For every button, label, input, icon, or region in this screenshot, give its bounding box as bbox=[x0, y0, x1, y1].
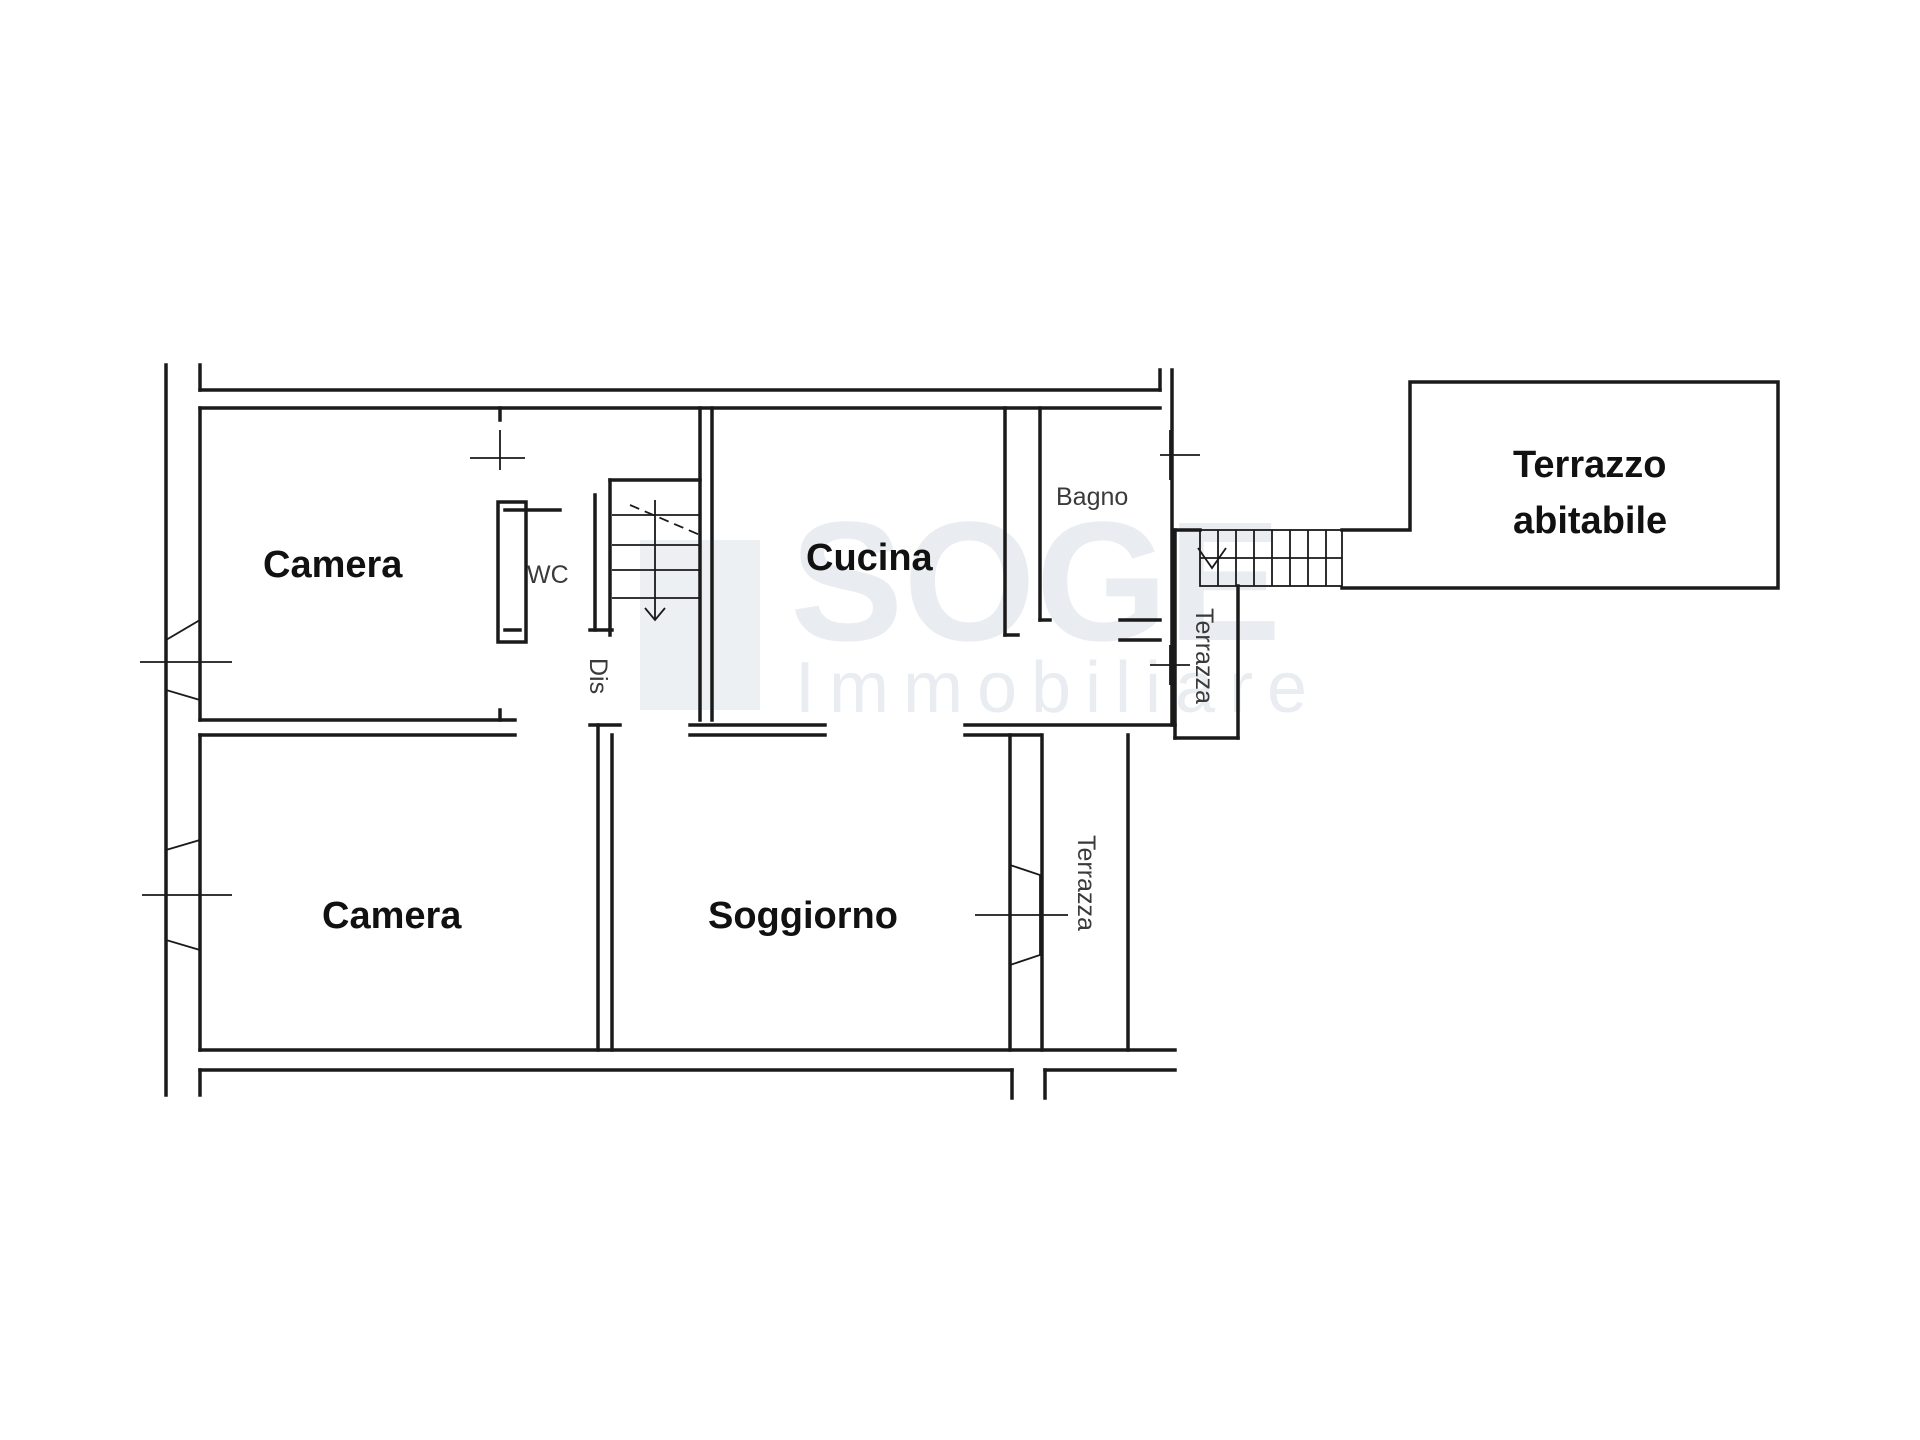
exterior-walls bbox=[164, 363, 1177, 1100]
terrazzo-abitabile-outline bbox=[1340, 380, 1780, 590]
label-terrazzo-line2: abitabile bbox=[1513, 500, 1667, 542]
label-dis: Dis bbox=[584, 658, 612, 694]
room-labels: Camera Camera WC Dis Cucina Bagno Soggio… bbox=[263, 444, 1667, 937]
label-terrazza-side: Terrazza bbox=[1072, 835, 1100, 931]
label-camera-top: Camera bbox=[263, 544, 403, 586]
terrazza-small-outline bbox=[1173, 528, 1240, 740]
label-cucina: Cucina bbox=[806, 537, 934, 579]
exterior-stairs bbox=[1197, 529, 1343, 587]
label-soggiorno: Soggiorno bbox=[708, 895, 898, 937]
interior-walls bbox=[198, 406, 1177, 1052]
label-terrazzo-line1: Terrazzo bbox=[1513, 444, 1666, 486]
watermark-subtitle: Immobiliare bbox=[795, 648, 1321, 728]
label-camera-bottom: Camera bbox=[322, 895, 462, 937]
label-bagno: Bagno bbox=[1056, 483, 1128, 511]
label-wc: WC bbox=[527, 561, 569, 589]
window-marks bbox=[140, 430, 1200, 967]
staircase bbox=[612, 500, 701, 622]
label-terrazza-small: Terrazza bbox=[1190, 608, 1218, 704]
